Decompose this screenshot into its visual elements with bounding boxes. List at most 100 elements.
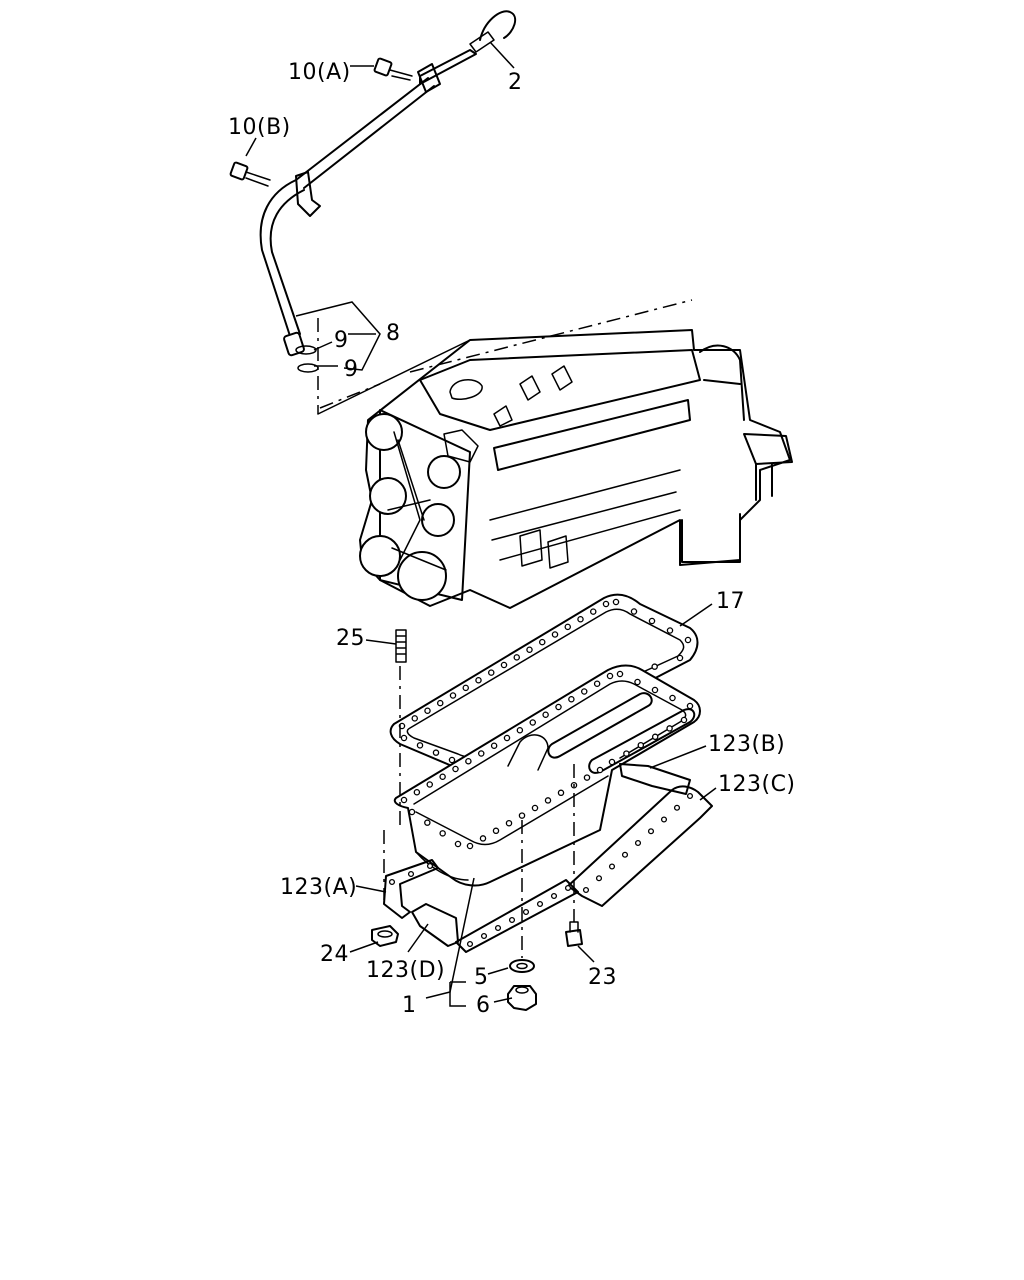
bolt-hole: [612, 598, 620, 606]
cylinder-head: [419, 349, 701, 431]
gasket-123b: [619, 763, 691, 795]
bolt-hole: [462, 684, 469, 692]
dipstick-handle: [479, 10, 517, 41]
engine-block: [317, 299, 793, 609]
bolt-hole: [432, 749, 440, 756]
bolt-hole: [531, 804, 539, 812]
bolt-hole: [492, 827, 500, 835]
bolt-hole: [439, 773, 446, 781]
bolt-hole: [660, 816, 668, 823]
bolt-hole: [577, 616, 584, 623]
guide-tube-end: [283, 331, 305, 357]
bolt-hole: [388, 878, 396, 886]
dipstick-cap: [469, 31, 495, 53]
bolt-hole: [454, 840, 462, 848]
bolt-hole: [529, 719, 537, 726]
drain-plug-6: [507, 985, 537, 1011]
bolt-hole: [595, 875, 603, 882]
bolt-hole: [439, 830, 446, 837]
bolt-hole: [606, 672, 614, 680]
bolt-hole: [634, 839, 642, 847]
bolt-hole: [684, 636, 692, 644]
label-part-5: 5: [474, 965, 489, 990]
bolt-hole: [555, 703, 562, 711]
bolt-hole: [550, 892, 558, 900]
bolt-hole: [686, 702, 694, 710]
bolt-hole: [680, 716, 688, 724]
bolt-hole: [593, 680, 601, 688]
bolt-hole: [407, 870, 415, 878]
gasket-123d: [411, 903, 459, 947]
bolt-hole: [551, 631, 559, 638]
bolt-hole: [666, 627, 674, 634]
bolt-hole: [400, 796, 408, 804]
o-ring-upper: [295, 345, 317, 355]
bolt-hole: [568, 696, 575, 703]
bolt-hole: [666, 725, 673, 732]
stud-centerline: [383, 666, 401, 900]
bolt-hole: [583, 774, 591, 781]
bolt-hole: [651, 733, 659, 741]
bolt-hole: [648, 617, 656, 625]
bolt-hole: [426, 781, 433, 788]
drive-belt: [387, 431, 447, 571]
label-part-123d: 123(D): [366, 958, 445, 983]
bolt-hole: [608, 863, 616, 870]
leader-lines: [245, 41, 717, 1007]
bolt-hole: [608, 758, 616, 766]
o-ring-lower: [297, 363, 319, 373]
bolt-hole: [522, 908, 530, 916]
bolt-hole: [542, 711, 549, 719]
gasket-123a: [383, 859, 439, 919]
bolt-hole: [411, 715, 418, 722]
timing-gear-case: [379, 409, 471, 601]
label-part-123b: 123(B): [708, 732, 785, 757]
bolt-hole: [596, 766, 604, 774]
bolt-hole: [564, 884, 572, 892]
flywheel-housing: [699, 344, 745, 421]
label-part-8: 8: [386, 321, 401, 346]
stud-25: [395, 629, 407, 663]
washer-5: [509, 959, 535, 973]
bolt-hole: [424, 707, 431, 715]
bolt-hole: [408, 808, 416, 816]
bolt-hole: [413, 789, 421, 796]
bolt-hole: [518, 812, 526, 819]
bolt-hole: [630, 608, 638, 615]
bolt-hole: [426, 862, 434, 870]
guide-bracket: [295, 171, 321, 217]
label-part-25: 25: [336, 626, 365, 651]
bolt-hole: [436, 699, 444, 707]
bolt-hole: [465, 758, 472, 765]
bolt-hole: [513, 654, 521, 661]
pan-baffle-rail: [547, 692, 653, 759]
bolt-hole: [487, 669, 495, 676]
part-number-labels: 10(A) 2 10(B) 8 9 9 17 25 123(B) 123(C) …: [228, 60, 795, 1018]
bolt-hole: [637, 741, 645, 749]
bolt-hole: [686, 792, 694, 800]
label-part-1: 1: [402, 993, 417, 1018]
bolt-hole: [634, 678, 641, 686]
bolt-hole: [651, 663, 658, 670]
bolt-hole: [503, 734, 511, 742]
bolt-hole: [448, 756, 456, 764]
label-part-6: 6: [476, 993, 491, 1018]
pulley-top: [365, 413, 403, 451]
bolt-hole: [490, 742, 498, 750]
dipstick-guide-tube: [259, 179, 297, 337]
bolt-hole: [623, 750, 630, 757]
bolt-10a: [373, 57, 413, 81]
gasket-123c: [567, 785, 713, 907]
bolt-hole: [616, 670, 624, 678]
bolt-hole: [536, 900, 544, 908]
nut-24: [371, 925, 399, 947]
bolt-hole: [449, 692, 457, 699]
bolt-hole: [647, 828, 655, 835]
bolt-hole: [526, 646, 533, 654]
label-part-10a: 10(A): [288, 60, 351, 85]
bolt-10b: [229, 161, 271, 187]
bolt-hole: [673, 804, 681, 811]
bolt-hole: [621, 851, 629, 858]
bolt-23: [565, 921, 583, 947]
label-part-23: 23: [588, 965, 617, 990]
